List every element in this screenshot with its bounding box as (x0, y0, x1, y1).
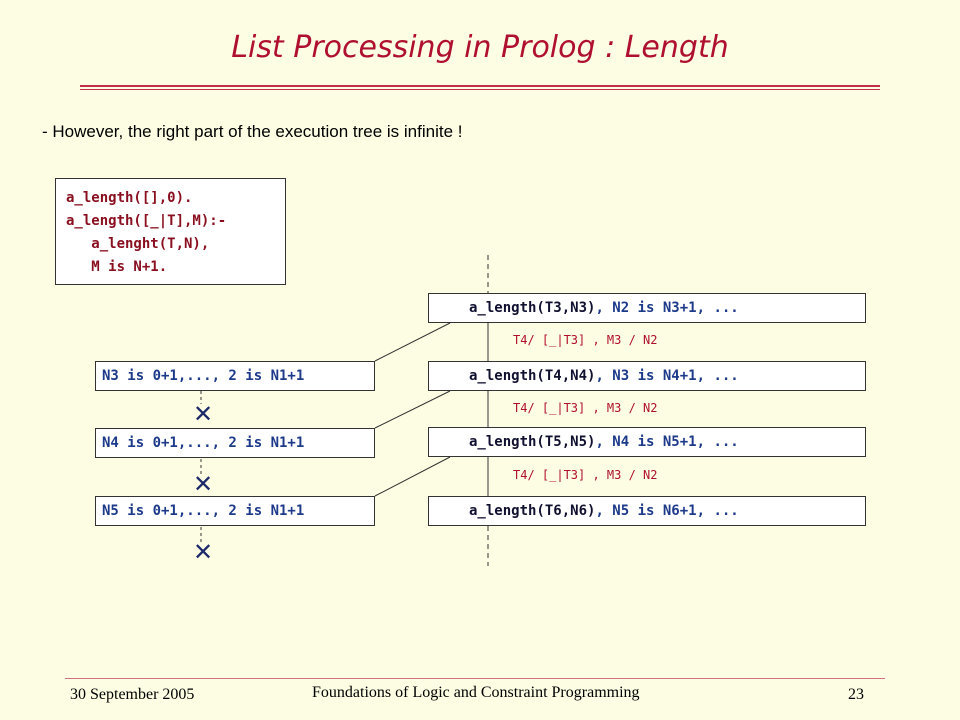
failure-cross-icon: ✕ (193, 538, 214, 566)
code-line-2: a_length([_|T],M):- (66, 213, 227, 229)
footer-divider (65, 678, 885, 679)
goal-2-first: a_length(T4,N4) (469, 368, 596, 384)
goal-box-3: a_length(T5,N5), N4 is N5+1, ... (428, 427, 866, 457)
failure-cross-icon: ✕ (193, 470, 214, 498)
left-goal-box-2: N4 is 0+1,..., 2 is N1+1 (95, 428, 375, 458)
footer-date: 30 September 2005 (70, 686, 195, 703)
page-number: 23 (848, 686, 864, 703)
goal-box-1: a_length(T3,N3), N2 is N3+1, ... (428, 293, 866, 323)
title-divider (80, 85, 880, 90)
substitution-label-3: T4/ [_|T3] , M3 / N2 (513, 468, 658, 482)
code-line-4: M is N+1. (66, 259, 168, 275)
bullet-text: - However, the right part of the executi… (42, 122, 463, 141)
code-line-3: a_lenght(T,N), (66, 236, 210, 252)
substitution-label-2: T4/ [_|T3] , M3 / N2 (513, 401, 658, 415)
left-goal-box-1: N3 is 0+1,..., 2 is N1+1 (95, 361, 375, 391)
left-goal-box-3: N5 is 0+1,..., 2 is N1+1 (95, 496, 375, 526)
goal-1-rest: , N2 is N3+1, ... (595, 300, 739, 316)
substitution-label-1: T4/ [_|T3] , M3 / N2 (513, 333, 658, 347)
goal-box-4: a_length(T6,N6), N5 is N6+1, ... (428, 496, 866, 526)
goal-2-rest: , N3 is N4+1, ... (595, 368, 739, 384)
goal-box-2: a_length(T4,N4), N3 is N4+1, ... (428, 361, 866, 391)
goal-1-first: a_length(T3,N3) (469, 300, 596, 316)
goal-4-rest: , N5 is N6+1, ... (595, 503, 739, 519)
prolog-code-box: a_length([],0). a_length([_|T],M):- a_le… (55, 178, 286, 285)
code-line-1: a_length([],0). (66, 190, 193, 206)
footer-course: Foundations of Logic and Constraint Prog… (312, 684, 640, 701)
slide-title: List Processing in Prolog : Length (231, 30, 729, 65)
goal-4-first: a_length(T6,N6) (469, 503, 596, 519)
goal-3-first: a_length(T5,N5) (469, 434, 596, 450)
failure-cross-icon: ✕ (193, 400, 214, 428)
goal-3-rest: , N4 is N5+1, ... (595, 434, 739, 450)
